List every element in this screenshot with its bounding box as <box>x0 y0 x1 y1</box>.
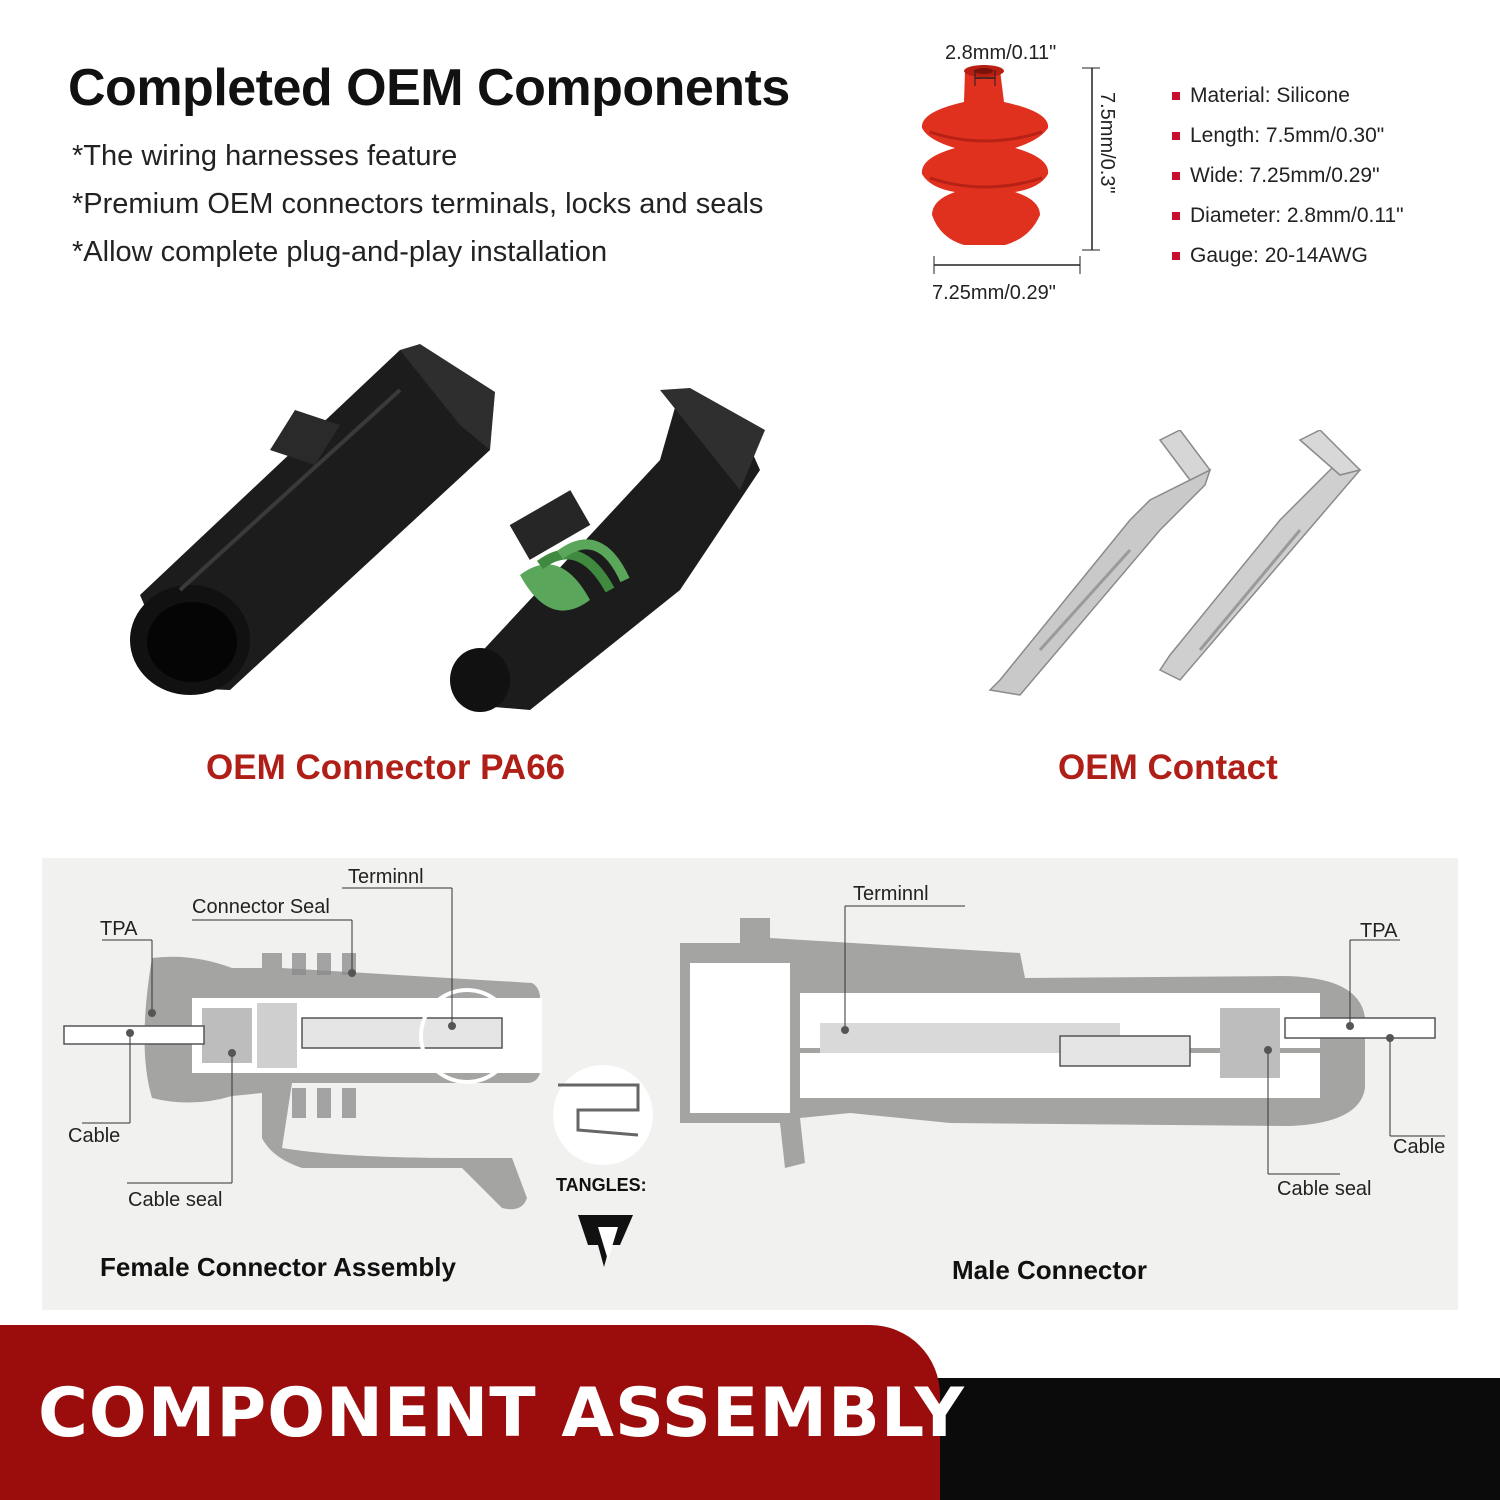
brand-name: TANGLES: <box>556 1175 647 1195</box>
male-cable-seal-label: Cable seal <box>1277 1178 1372 1200</box>
bullet-square-icon <box>1172 252 1180 260</box>
terminal-detail-inset <box>553 1065 653 1267</box>
bullet-square-icon <box>1172 132 1180 140</box>
banner-accent <box>0 1325 940 1500</box>
female-terminal-image <box>988 430 1212 696</box>
banner-title: COMPONENT ASSEMBLY <box>38 1374 965 1453</box>
spec-item: Diameter: 2.8mm/0.11" <box>1172 196 1404 236</box>
spec-item: Material: Silicone <box>1172 76 1404 116</box>
seal-side-dimension: 7.5mm/0.3" <box>1096 92 1118 194</box>
oem-connector-image <box>130 344 765 712</box>
female-cable-seal-label: Cable seal <box>128 1189 223 1211</box>
male-housing-image <box>130 344 495 695</box>
connector-caption: OEM Connector PA66 <box>206 748 566 787</box>
oem-contact-image <box>988 430 1362 696</box>
female-tpa-label: TPA <box>100 918 138 940</box>
male-terminal-image <box>1158 430 1362 681</box>
spec-item: Wide: 7.25mm/0.29" <box>1172 156 1404 196</box>
feature-bullet: *Allow complete plug-and-play installati… <box>72 236 608 268</box>
male-terminal-label: Terminnl <box>853 883 929 905</box>
female-connector-seal-label: Connector Seal <box>192 896 330 918</box>
spec-list: Material: Silicone Length: 7.5mm/0.30" W… <box>1172 76 1404 276</box>
seal-top-dimension: 2.8mm/0.11" <box>945 42 1057 64</box>
page-title: Completed OEM Components <box>68 59 790 117</box>
male-diagram-title: Male Connector <box>952 1255 1148 1285</box>
female-connector-diagram <box>63 887 542 1210</box>
spec-text: Gauge: 20-14AWG <box>1190 244 1368 267</box>
bullet-square-icon <box>1172 212 1180 220</box>
feature-bullet: *The wiring harnesses feature <box>72 140 458 172</box>
spec-text: Diameter: 2.8mm/0.11" <box>1190 204 1404 227</box>
male-tpa-label: TPA <box>1360 920 1398 942</box>
spec-text: Length: 7.5mm/0.30" <box>1190 124 1385 147</box>
brand-logo-icon <box>578 1215 633 1267</box>
male-connector-diagram <box>680 905 1445 1175</box>
contact-caption: OEM Contact <box>1058 748 1278 787</box>
spec-text: Material: Silicone <box>1190 84 1350 107</box>
bullet-square-icon <box>1172 172 1180 180</box>
male-cable-label: Cable <box>1393 1136 1446 1158</box>
female-housing-image <box>450 388 765 712</box>
seal-dimension-drawing <box>921 65 1100 274</box>
female-diagram-title: Female Connector Assembly <box>100 1252 456 1282</box>
spec-text: Wide: 7.25mm/0.29" <box>1190 164 1380 187</box>
spec-item: Gauge: 20-14AWG <box>1172 236 1404 276</box>
feature-bullet: *Premium OEM connectors terminals, locks… <box>72 188 764 220</box>
female-terminal-label: Terminnl <box>348 866 424 888</box>
bullet-square-icon <box>1172 92 1180 100</box>
silicone-seal-image <box>921 65 1049 245</box>
spec-item: Length: 7.5mm/0.30" <box>1172 116 1404 156</box>
female-cable-label: Cable <box>68 1125 121 1147</box>
seal-bottom-dimension: 7.25mm/0.29" <box>932 282 1056 304</box>
